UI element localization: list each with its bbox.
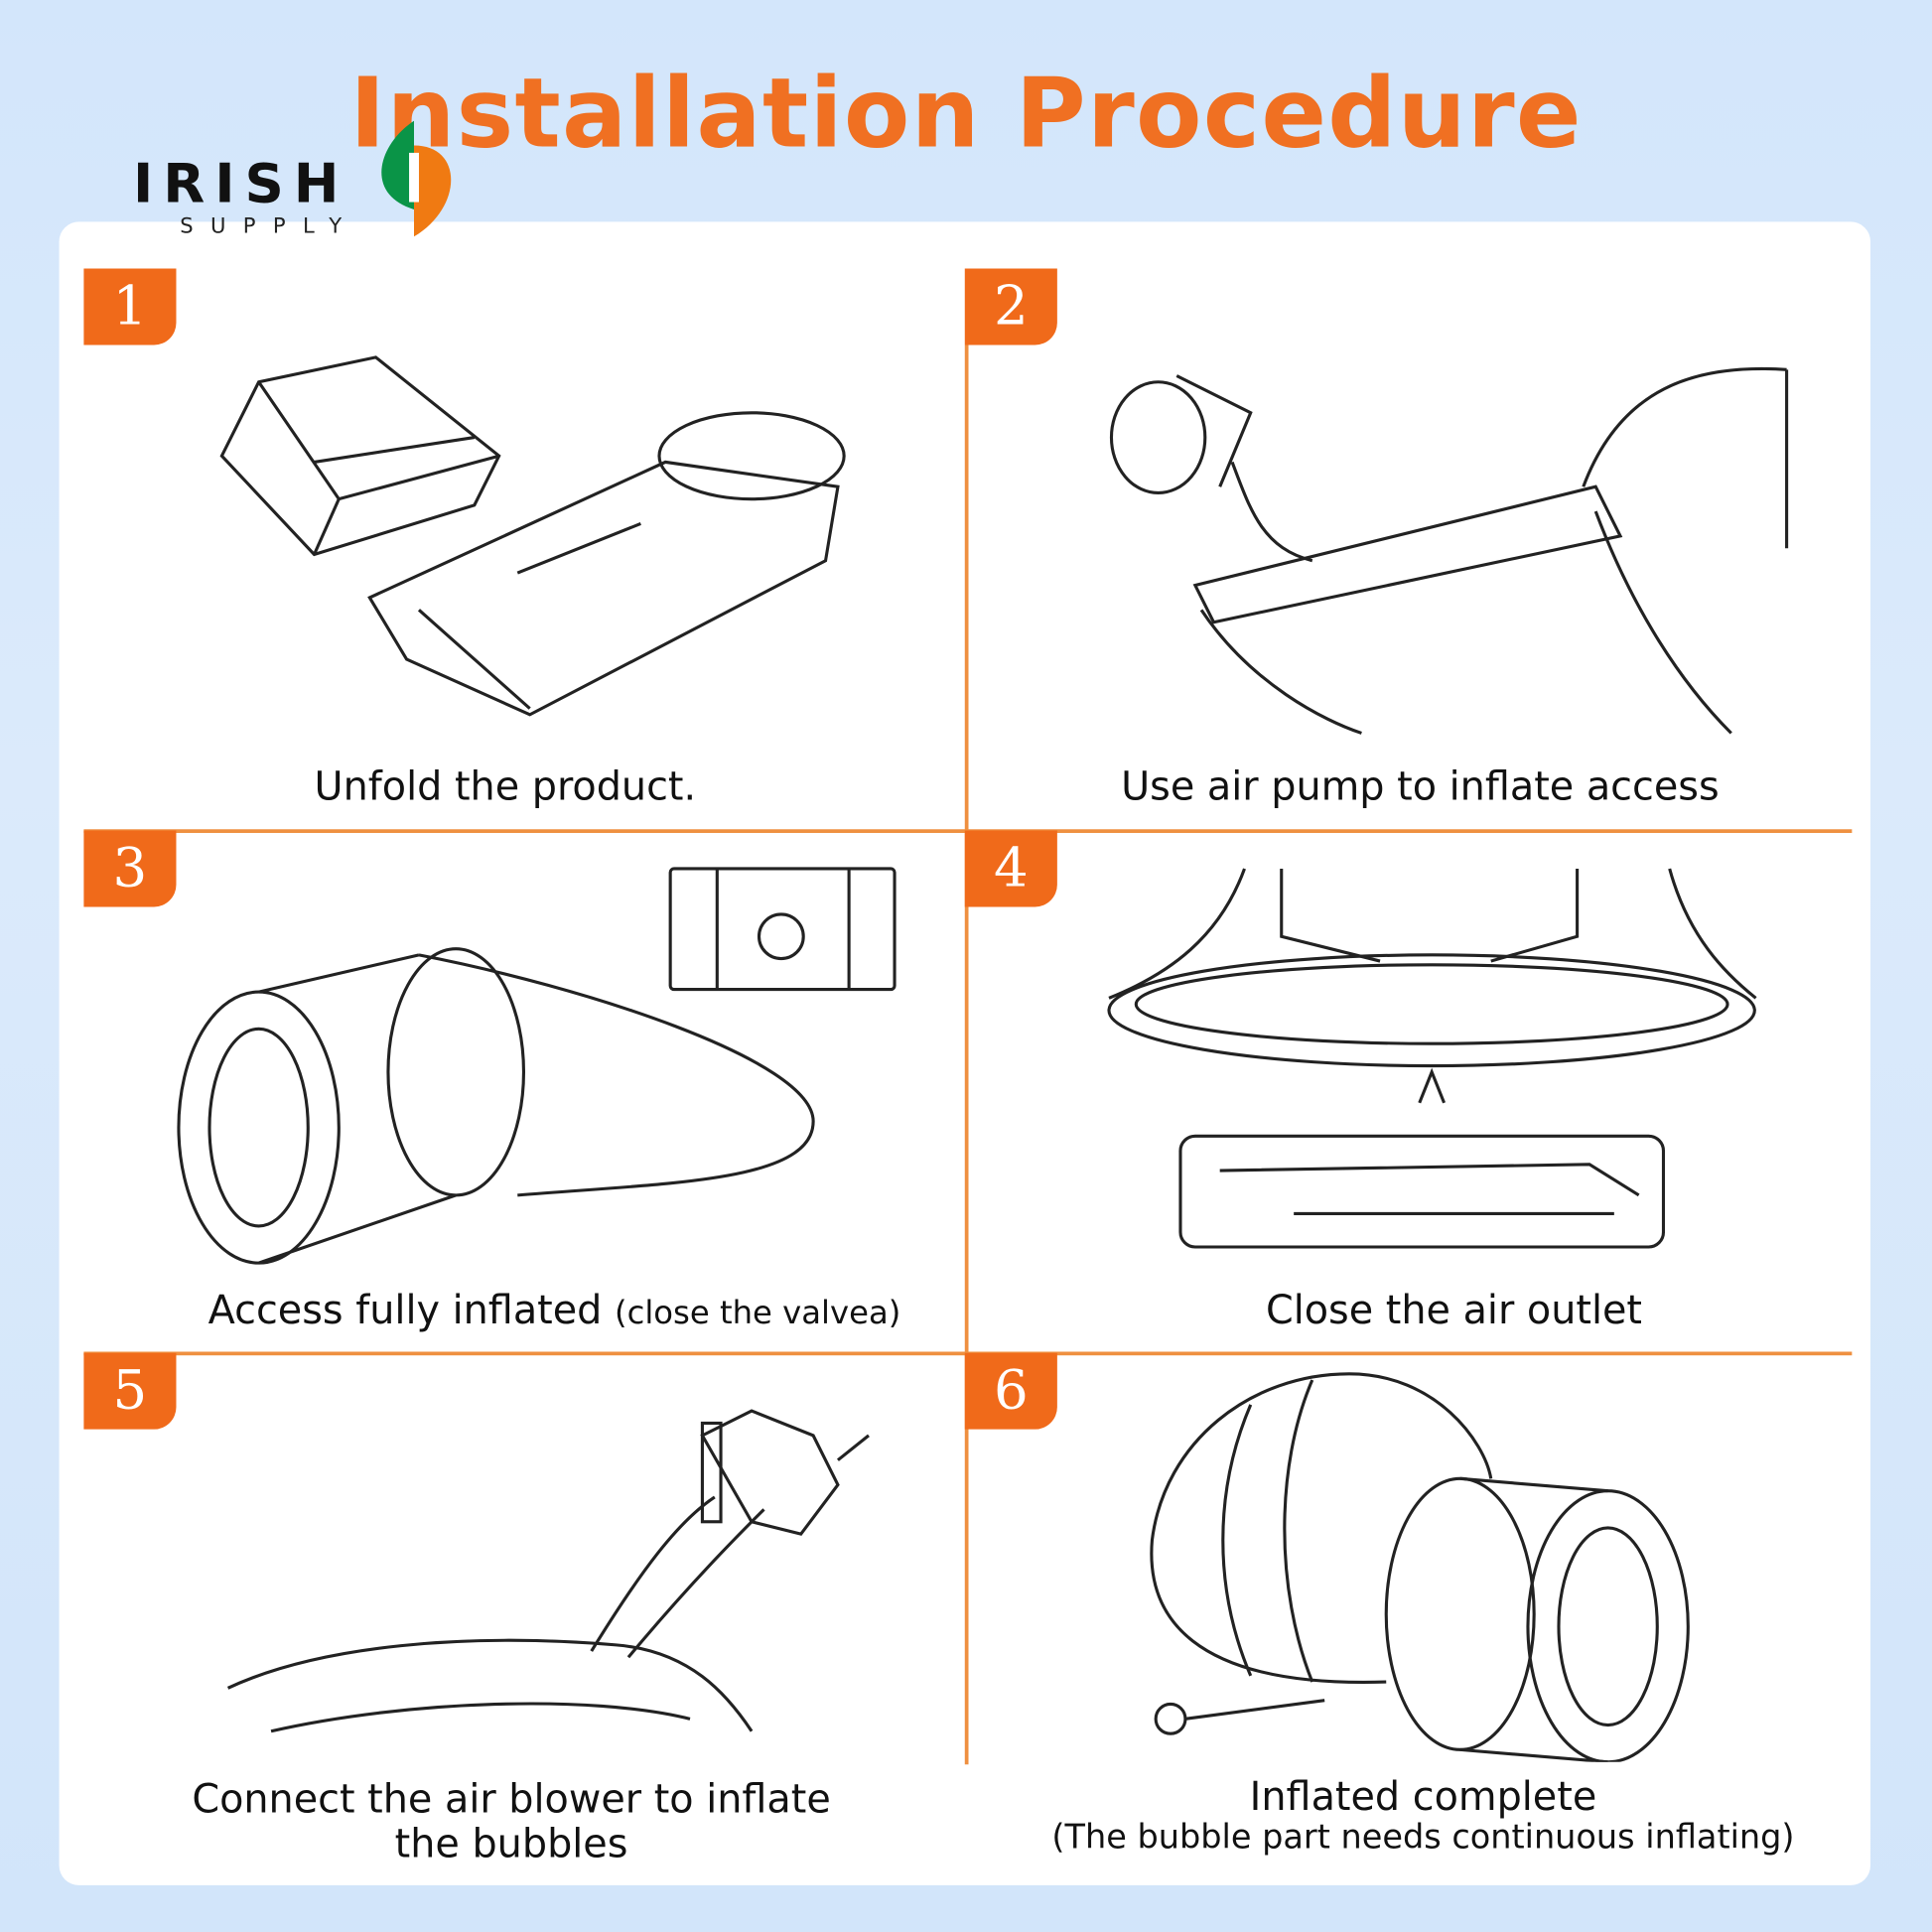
inflated-access-illustration xyxy=(177,867,897,1265)
step-3-caption: Access fully inflated (close the valvea) xyxy=(148,1288,961,1335)
brand-logo: IRISH SUPPLY xyxy=(133,120,466,244)
column-divider xyxy=(964,345,969,1765)
step-badge-1: 1 xyxy=(83,268,177,345)
step-1-caption: Unfold the product. xyxy=(314,762,697,810)
step-3-caption-main: Access fully inflated xyxy=(207,1286,603,1333)
step-badge-5: 5 xyxy=(83,1352,177,1430)
logo-sub: SUPPLY xyxy=(180,213,359,239)
logo-mark-icon xyxy=(381,120,452,237)
step-2-caption: Use air pump to inflate access xyxy=(1121,762,1720,810)
step-5-caption-line1: Connect the air blower to inflate xyxy=(192,1775,831,1823)
step-6-caption: Inflated complete (The bubble part needs… xyxy=(1011,1774,1837,1858)
step-5-caption-line2: the bubbles xyxy=(394,1820,628,1867)
step-badge-3: 3 xyxy=(83,830,177,907)
air-blower-illustration xyxy=(226,1409,870,1733)
step-6-caption-main: Inflated complete xyxy=(1249,1772,1597,1821)
unfold-illustration xyxy=(219,355,846,717)
step-4-caption: Close the air outlet xyxy=(1265,1286,1642,1333)
close-outlet-illustration xyxy=(1107,868,1757,1249)
step-3-caption-note: (close the valvea) xyxy=(614,1295,901,1332)
page-title: Installation Procedure xyxy=(349,59,1583,171)
step-badge-4: 4 xyxy=(964,830,1057,907)
step-5-caption: Connect the air blower to inflate the bu… xyxy=(123,1777,899,1865)
inflated-complete-illustration xyxy=(1150,1372,1690,1762)
air-pump-illustration xyxy=(1109,366,1789,735)
logo-word: IRISH xyxy=(133,152,349,216)
step-badge-2: 2 xyxy=(964,268,1057,345)
step-6-caption-note: (The bubble part needs continuous inflat… xyxy=(1051,1818,1795,1858)
step-badge-6: 6 xyxy=(964,1352,1057,1430)
